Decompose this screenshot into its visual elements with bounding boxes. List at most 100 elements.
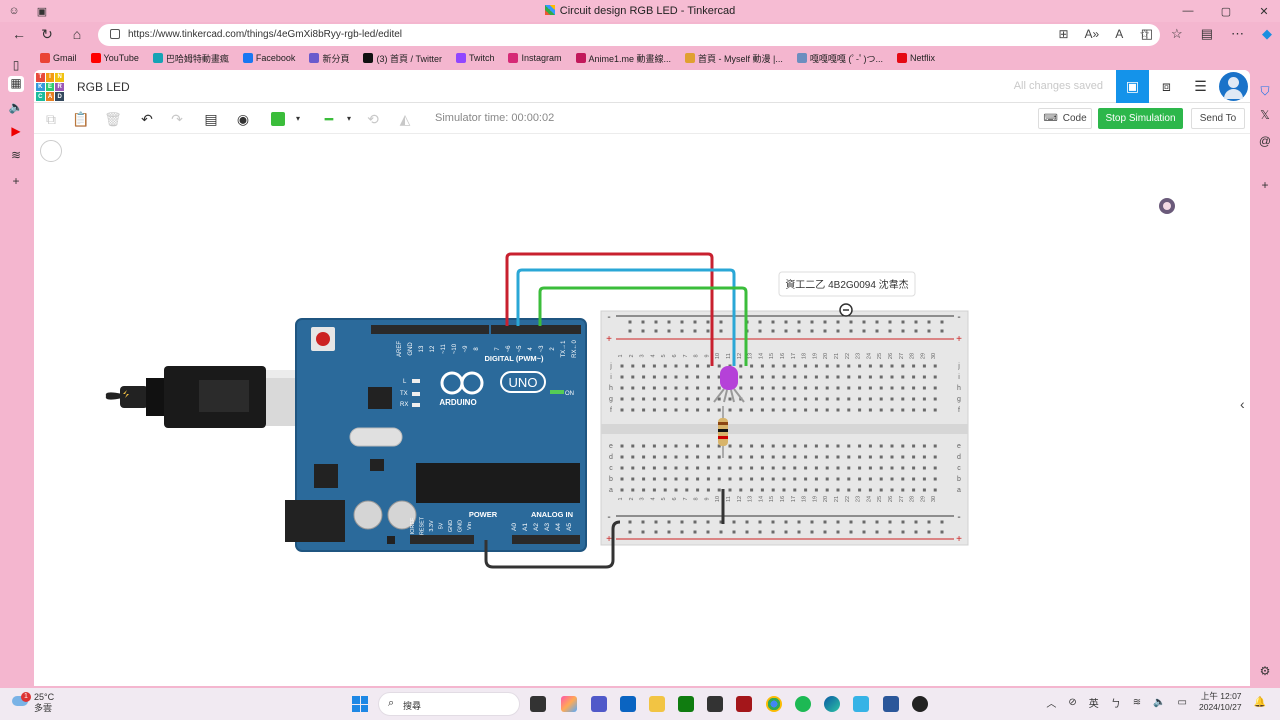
close-button[interactable]: ✕ — [1259, 5, 1269, 18]
notes-icon[interactable]: ▤ — [204, 111, 218, 127]
breadboard-hole[interactable] — [642, 386, 646, 390]
breadboard-hole[interactable] — [847, 488, 851, 492]
breadboard-hole[interactable] — [631, 375, 635, 379]
breadboard-hole[interactable] — [696, 455, 700, 459]
breadboard-hole[interactable] — [879, 488, 883, 492]
file-explorer-icon[interactable] — [649, 696, 665, 712]
breadboard-hole[interactable] — [654, 520, 658, 524]
breadboard-hole[interactable] — [680, 329, 684, 333]
breadboard-hole[interactable] — [868, 397, 872, 401]
breadboard-hole[interactable] — [784, 329, 788, 333]
breadboard-hole[interactable] — [745, 520, 749, 524]
schematic-view-button[interactable]: ⧈ — [1150, 70, 1183, 103]
github-icon[interactable] — [912, 696, 928, 712]
breadboard-hole[interactable] — [642, 444, 646, 448]
breadboard-hole[interactable] — [793, 455, 797, 459]
breadboard-hole[interactable] — [717, 477, 721, 481]
user-avatar[interactable] — [1219, 72, 1248, 101]
breadboard-hole[interactable] — [849, 320, 853, 324]
breadboard-hole[interactable] — [667, 530, 671, 534]
breadboard-hole[interactable] — [642, 408, 646, 412]
breadboard-hole[interactable] — [912, 477, 916, 481]
breadboard-hole[interactable] — [667, 520, 671, 524]
breadboard-hole[interactable] — [879, 375, 883, 379]
breadboard-hole[interactable] — [685, 386, 689, 390]
back-button[interactable]: ← — [12, 26, 26, 42]
breadboard-hole[interactable] — [685, 466, 689, 470]
breadboard-hole[interactable] — [750, 477, 754, 481]
breadboard-hole[interactable] — [901, 488, 905, 492]
apps-icon[interactable]: ⊞ — [1058, 27, 1069, 41]
breadboard-hole[interactable] — [631, 444, 635, 448]
breadboard-hole[interactable] — [879, 408, 883, 412]
breadboard-hole[interactable] — [719, 320, 723, 324]
tray-chevron-icon[interactable]: ︿ — [1046, 698, 1057, 710]
breadboard-hole[interactable] — [836, 320, 840, 324]
breadboard-hole[interactable] — [914, 320, 918, 324]
breadboard-hole[interactable] — [750, 455, 754, 459]
breadboard-hole[interactable] — [836, 364, 840, 368]
translate-icon[interactable]: A — [1115, 27, 1124, 41]
breadboard-hole[interactable] — [804, 477, 808, 481]
breadboard-hole[interactable] — [652, 408, 656, 412]
breadboard-hole[interactable] — [717, 488, 721, 492]
breadboard-hole[interactable] — [760, 477, 764, 481]
breadboard-hole[interactable] — [933, 397, 937, 401]
breadboard-hole[interactable] — [849, 530, 853, 534]
wifi-icon[interactable]: ≋ — [1132, 696, 1142, 708]
breadboard-hole[interactable] — [875, 329, 879, 333]
breadboard-hole[interactable] — [782, 466, 786, 470]
breadboard-hole[interactable] — [719, 329, 723, 333]
breadboard-hole[interactable] — [901, 386, 905, 390]
breadboard-hole[interactable] — [858, 386, 862, 390]
breadboard-hole[interactable] — [847, 466, 851, 470]
ime-mode-icon[interactable]: ㄅ — [1110, 698, 1121, 710]
breadboard-hole[interactable] — [922, 466, 926, 470]
new-tab-icon[interactable]: + — [12, 174, 20, 188]
breadboard-hole[interactable] — [836, 444, 840, 448]
breadboard-hole[interactable] — [620, 477, 624, 481]
undo-icon[interactable]: ↶ — [141, 111, 153, 127]
breadboard-hole[interactable] — [620, 386, 624, 390]
breadboard-hole[interactable] — [825, 375, 829, 379]
breadboard-hole[interactable] — [680, 520, 684, 524]
breadboard-hole[interactable] — [642, 477, 646, 481]
breadboard-hole[interactable] — [868, 386, 872, 390]
breadboard-hole[interactable] — [685, 477, 689, 481]
breadboard-hole[interactable] — [663, 386, 667, 390]
breadboard-hole[interactable] — [696, 444, 700, 448]
breadboard-hole[interactable] — [628, 329, 632, 333]
breadboard-hole[interactable] — [793, 488, 797, 492]
breadboard-hole[interactable] — [674, 408, 678, 412]
breadboard-hole[interactable] — [631, 397, 635, 401]
breadboard-hole[interactable] — [868, 364, 872, 368]
wire-dropdown-chevron-icon[interactable]: ▾ — [346, 114, 351, 123]
breadboard-hole[interactable] — [793, 444, 797, 448]
breadboard-hole[interactable] — [717, 364, 721, 368]
breadboard-hole[interactable] — [810, 320, 814, 324]
xbox-icon[interactable] — [678, 696, 694, 712]
breadboard-hole[interactable] — [847, 477, 851, 481]
breadboard-hole[interactable] — [940, 320, 944, 324]
breadboard-hole[interactable] — [631, 364, 635, 368]
breadboard-hole[interactable] — [836, 455, 840, 459]
breadboard-hole[interactable] — [849, 520, 853, 524]
breadboard-hole[interactable] — [810, 530, 814, 534]
breadboard-hole[interactable] — [693, 530, 697, 534]
bookmark-item[interactable]: 嘎嘎嘎嘎 (ﾟ-ﾟ)つ... — [796, 52, 883, 65]
breadboard-hole[interactable] — [654, 320, 658, 324]
breadboard-hole[interactable] — [739, 386, 743, 390]
breadboard-hole[interactable] — [674, 444, 678, 448]
arduino-uno-board[interactable]: UNO ARDUINO DIGITAL (PWM~) POWER ANALOG … — [285, 318, 587, 552]
breadboard-hole[interactable] — [868, 466, 872, 470]
breadboard-hole[interactable] — [771, 477, 775, 481]
breadboard-hole[interactable] — [642, 455, 646, 459]
breadboard-hole[interactable] — [914, 329, 918, 333]
breadboard-hole[interactable] — [836, 488, 840, 492]
breadboard-hole[interactable] — [875, 530, 879, 534]
toggle-notes-icon[interactable]: ◉ — [236, 111, 250, 127]
task-view-icon[interactable] — [530, 696, 546, 712]
breadboard-hole[interactable] — [674, 375, 678, 379]
breadboard-hole[interactable] — [652, 466, 656, 470]
breadboard-hole[interactable] — [814, 397, 818, 401]
